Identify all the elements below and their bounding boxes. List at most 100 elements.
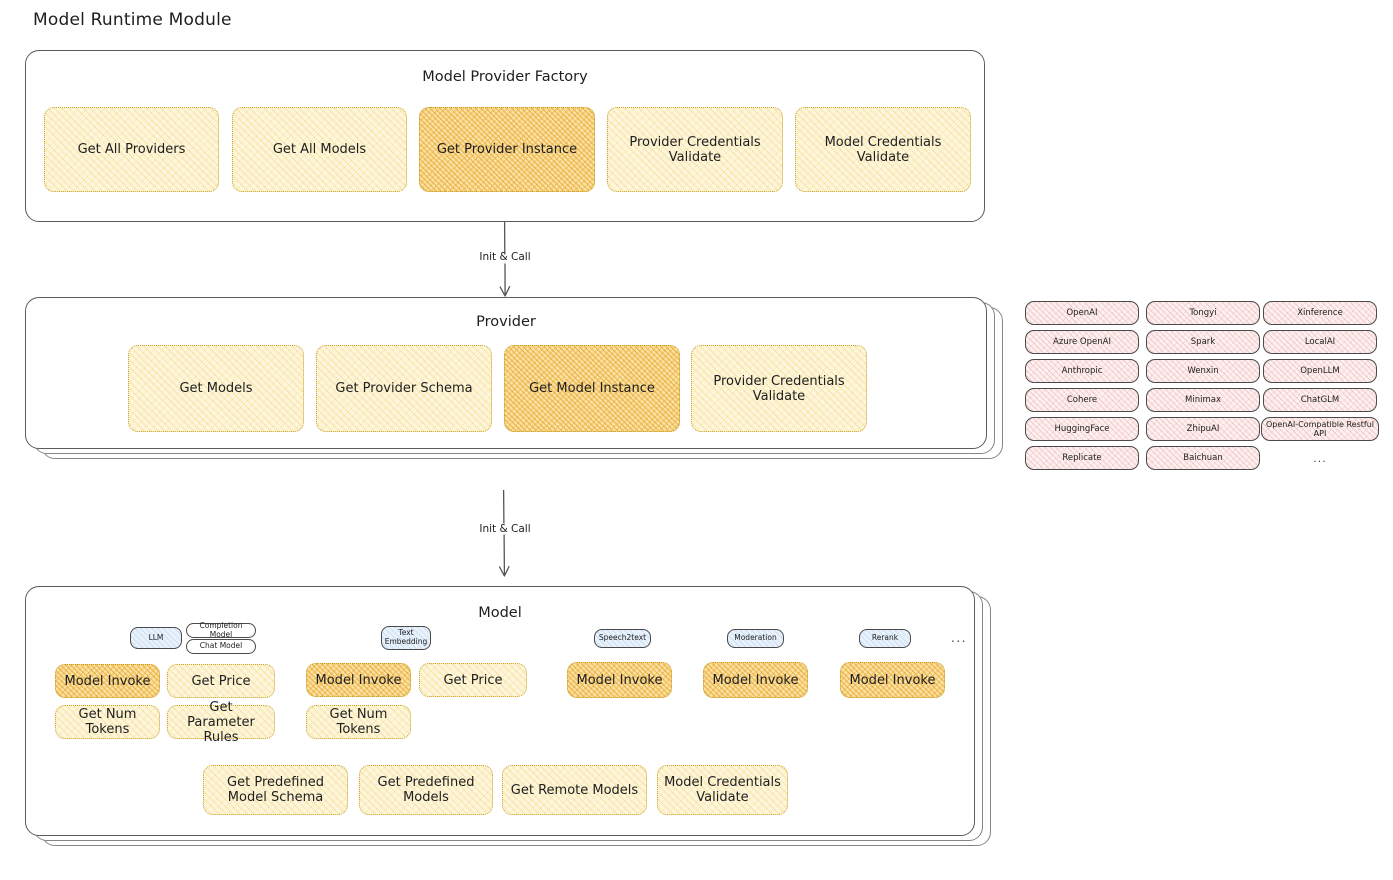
model-type-badge-moderation[interactable]: Moderation <box>727 629 784 648</box>
llm-action-model-invoke[interactable]: Model Invoke <box>55 664 160 698</box>
llm-action-get-price[interactable]: Get Price <box>167 664 275 698</box>
provider-chip-openai[interactable]: OpenAI <box>1025 301 1139 325</box>
provider-item-get-model-instance[interactable]: Get Model Instance <box>504 345 680 432</box>
action-label: Model Invoke <box>64 673 151 689</box>
provider-title: Provider <box>476 314 536 330</box>
provider-item-get-models[interactable]: Get Models <box>128 345 304 432</box>
text-embedding-action-model-invoke[interactable]: Model Invoke <box>306 663 411 697</box>
factory-item-label: Get All Providers <box>77 142 186 157</box>
page-title: Model Runtime Module <box>33 10 232 30</box>
model-type-badge-llm[interactable]: LLM <box>130 627 182 649</box>
factory-item-get-all-providers[interactable]: Get All Providers <box>44 107 219 192</box>
action-label: Model Invoke <box>712 672 799 688</box>
provider-chip-xinference[interactable]: Xinference <box>1263 301 1377 325</box>
model-subtype-badge-completion-model[interactable]: Completion Model <box>186 620 256 639</box>
provider-item-label: Get Model Instance <box>529 381 655 396</box>
provider-chip-label: Replicate <box>1062 453 1102 463</box>
provider-item-provider-credentials-validate[interactable]: Provider Credentials Validate <box>691 345 867 432</box>
provider-chip-label: Tongyi <box>1189 308 1217 318</box>
llm-action-get-parameter-rules[interactable]: Get Parameter Rules <box>167 700 275 745</box>
action-label: Get Predefined Model Schema <box>227 775 324 805</box>
provider-item-get-provider-schema[interactable]: Get Provider Schema <box>316 345 492 432</box>
model-type-badge-rerank[interactable]: Rerank <box>859 629 911 648</box>
action-label: Get Price <box>443 672 503 688</box>
model-type-label: Text Embedding <box>384 628 428 646</box>
action-label: Get Predefined Models <box>377 775 475 805</box>
model-type-label: Speech2text <box>598 633 647 643</box>
provider-item-label: Provider Credentials Validate <box>713 373 845 404</box>
provider-chip-label: Spark <box>1190 337 1216 347</box>
provider-chip-label: LocalAI <box>1304 337 1336 347</box>
provider-chip-baichuan[interactable]: Baichuan <box>1146 446 1260 470</box>
model-title: Model <box>478 605 522 621</box>
factory-item-provider-credentials-validate[interactable]: Provider Credentials Validate <box>607 107 783 192</box>
provider-chip-label: Baichuan <box>1183 453 1223 463</box>
provider-chip-openai-compatible-restful-api[interactable]: OpenAI-Compatible Restful API <box>1261 417 1379 441</box>
model-type-label: Moderation <box>734 633 777 643</box>
factory-item-label: Model Credentials Validate <box>824 134 942 165</box>
provider-chip-wenxin[interactable]: Wenxin <box>1146 359 1260 383</box>
arrow-label-init-and-call-2: Init & Call <box>479 523 531 535</box>
arrow-factory-to-provider <box>499 222 511 297</box>
factory-item-label: Get Provider Instance <box>436 142 578 157</box>
rerank-action-model-invoke[interactable]: Model Invoke <box>840 662 945 698</box>
action-label: Model Credentials Validate <box>664 775 781 805</box>
speech2text-action-model-invoke[interactable]: Model Invoke <box>567 662 672 698</box>
model-common-action-get-predefined-models[interactable]: Get Predefined Models <box>359 765 493 815</box>
provider-chip-label: Xinference <box>1297 308 1343 318</box>
provider-chip-zhipuai[interactable]: ZhipuAI <box>1146 417 1260 441</box>
provider-chip-openllm[interactable]: OpenLLM <box>1263 359 1377 383</box>
action-label: Get Price <box>191 673 251 689</box>
provider-chip-more: ... <box>1313 451 1327 465</box>
provider-item-label: Get Models <box>179 381 253 396</box>
action-label: Model Invoke <box>315 672 402 688</box>
action-label: Model Invoke <box>576 672 663 688</box>
factory-item-label: Provider Credentials Validate <box>629 134 761 165</box>
model-common-action-get-predefined-model-schema[interactable]: Get Predefined Model Schema <box>203 765 348 815</box>
provider-chip-label: ZhipuAI <box>1186 424 1220 434</box>
provider-chip-anthropic[interactable]: Anthropic <box>1025 359 1139 383</box>
provider-chip-label: Cohere <box>1066 395 1098 405</box>
action-label: Get Remote Models <box>510 782 639 798</box>
llm-action-get-num-tokens[interactable]: Get Num Tokens <box>55 705 160 739</box>
model-common-action-model-credentials-validate[interactable]: Model Credentials Validate <box>657 765 788 815</box>
provider-chip-chatglm[interactable]: ChatGLM <box>1263 388 1377 412</box>
factory-title: Model Provider Factory <box>422 69 588 85</box>
action-label: Get Parameter Rules <box>187 699 255 745</box>
arrow-provider-to-model <box>498 490 510 577</box>
provider-item-label: Get Provider Schema <box>335 381 473 396</box>
model-type-badge-text-embedding[interactable]: Text Embedding <box>381 626 431 650</box>
factory-item-get-provider-instance[interactable]: Get Provider Instance <box>419 107 595 192</box>
provider-chip-azure-openai[interactable]: Azure OpenAI <box>1025 330 1139 354</box>
model-subtype-badge-chat-model[interactable]: Chat Model <box>186 639 256 654</box>
provider-chip-replicate[interactable]: Replicate <box>1025 446 1139 470</box>
model-type-label: LLM <box>148 632 164 642</box>
model-subtype-label: Completion Model <box>199 620 243 639</box>
text-embedding-action-get-price[interactable]: Get Price <box>419 663 527 697</box>
model-types-more: ... <box>951 631 967 645</box>
provider-chip-label: ChatGLM <box>1300 395 1340 405</box>
model-common-action-get-remote-models[interactable]: Get Remote Models <box>502 765 647 815</box>
provider-chip-label: OpenAI-Compatible Restful API <box>1266 420 1374 438</box>
model-type-label: Rerank <box>871 633 899 643</box>
action-label: Get Num Tokens <box>78 707 137 737</box>
provider-chip-minimax[interactable]: Minimax <box>1146 388 1260 412</box>
provider-chip-huggingface[interactable]: HuggingFace <box>1025 417 1139 441</box>
text-embedding-action-get-num-tokens[interactable]: Get Num Tokens <box>306 705 411 739</box>
provider-chip-tongyi[interactable]: Tongyi <box>1146 301 1260 325</box>
factory-item-get-all-models[interactable]: Get All Models <box>232 107 407 192</box>
provider-chip-localai[interactable]: LocalAI <box>1263 330 1377 354</box>
provider-chip-label: OpenAI <box>1066 308 1098 318</box>
model-type-badge-speech2text[interactable]: Speech2text <box>594 629 651 648</box>
provider-chip-label: Azure OpenAI <box>1053 337 1111 347</box>
provider-chip-spark[interactable]: Spark <box>1146 330 1260 354</box>
factory-item-model-credentials-validate[interactable]: Model Credentials Validate <box>795 107 971 192</box>
model-subtype-label: Chat Model <box>199 641 243 651</box>
provider-chip-label: Wenxin <box>1187 366 1219 376</box>
moderation-action-model-invoke[interactable]: Model Invoke <box>703 662 808 698</box>
arrow-label-init-and-call-1: Init & Call <box>479 251 531 263</box>
provider-chip-cohere[interactable]: Cohere <box>1025 388 1139 412</box>
provider-chip-label: Anthropic <box>1061 366 1103 376</box>
provider-chip-label: HuggingFace <box>1054 424 1110 434</box>
